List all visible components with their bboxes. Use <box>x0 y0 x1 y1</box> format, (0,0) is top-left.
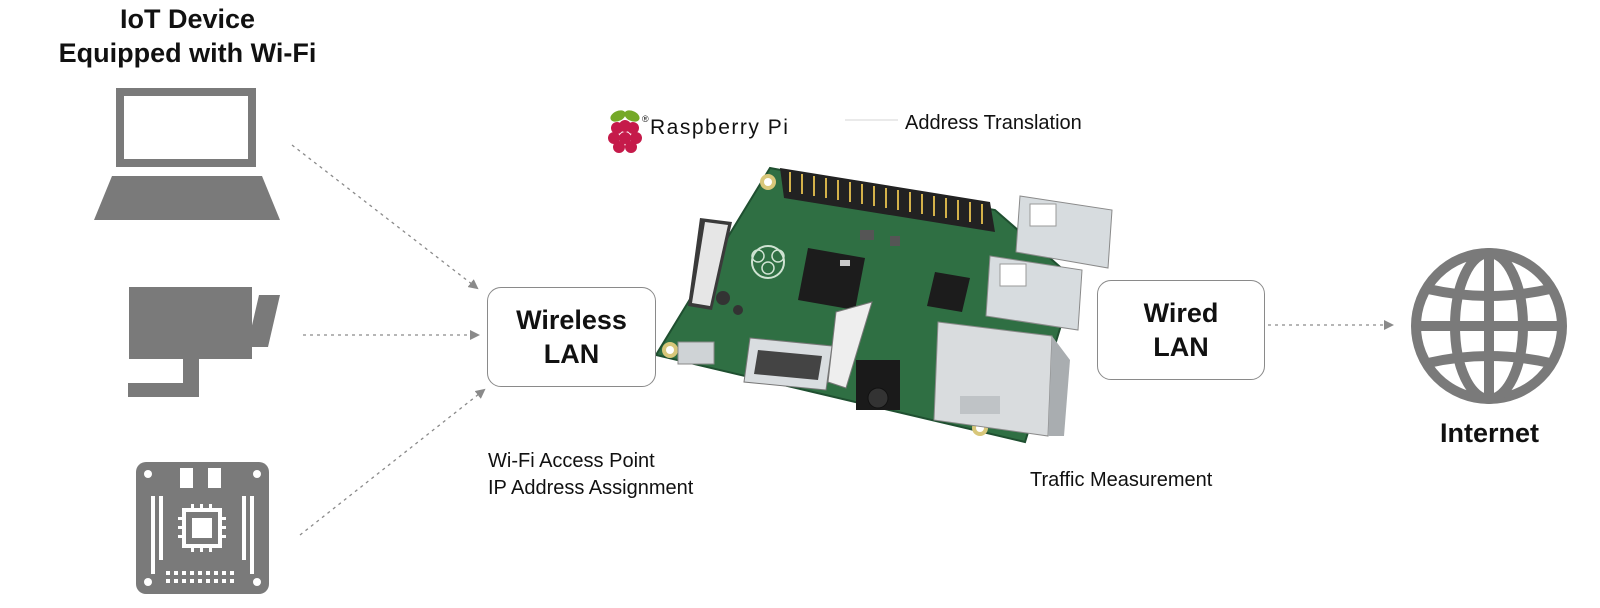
devices-title-line1: IoT Device <box>119 4 256 34</box>
wireless-lan-line1: Wireless <box>516 305 627 335</box>
raspberry-pi-board <box>654 166 1113 444</box>
ip-address-assignment-label: IP Address Assignment <box>488 477 694 499</box>
raspberry-pi-logo-text: Raspberry Pi® <box>642 114 790 140</box>
circuit-board-icon <box>136 462 269 594</box>
wired-lan-line2: LAN <box>1153 332 1209 362</box>
raspberry-pi-logo-name: Raspberry Pi <box>650 116 790 139</box>
address-translation-label: Address Translation <box>905 112 1082 134</box>
monitor-icon <box>128 287 280 397</box>
registered-mark: ® <box>642 114 651 124</box>
wireless-lan-line2: LAN <box>543 339 600 369</box>
raspberry-logo-icon <box>608 110 642 153</box>
devices-title-line2: Equipped with Wi-Fi <box>58 38 317 68</box>
wired-lan-line1: Wired <box>1143 298 1219 328</box>
internet-label: Internet <box>1440 418 1540 448</box>
laptop-connector <box>291 144 479 290</box>
laptop-icon <box>94 88 280 220</box>
traffic-measurement-label: Traffic Measurement <box>1030 469 1213 491</box>
devices-title: IoT Device Equipped with Wi-Fi <box>40 2 335 70</box>
globe-icon <box>1411 248 1567 404</box>
board-connector <box>299 388 486 536</box>
wired-lan-box: Wired LAN <box>1097 280 1265 380</box>
wireless-lan-box: Wireless LAN <box>487 287 656 387</box>
wifi-access-point-label: Wi-Fi Access Point <box>488 450 655 472</box>
